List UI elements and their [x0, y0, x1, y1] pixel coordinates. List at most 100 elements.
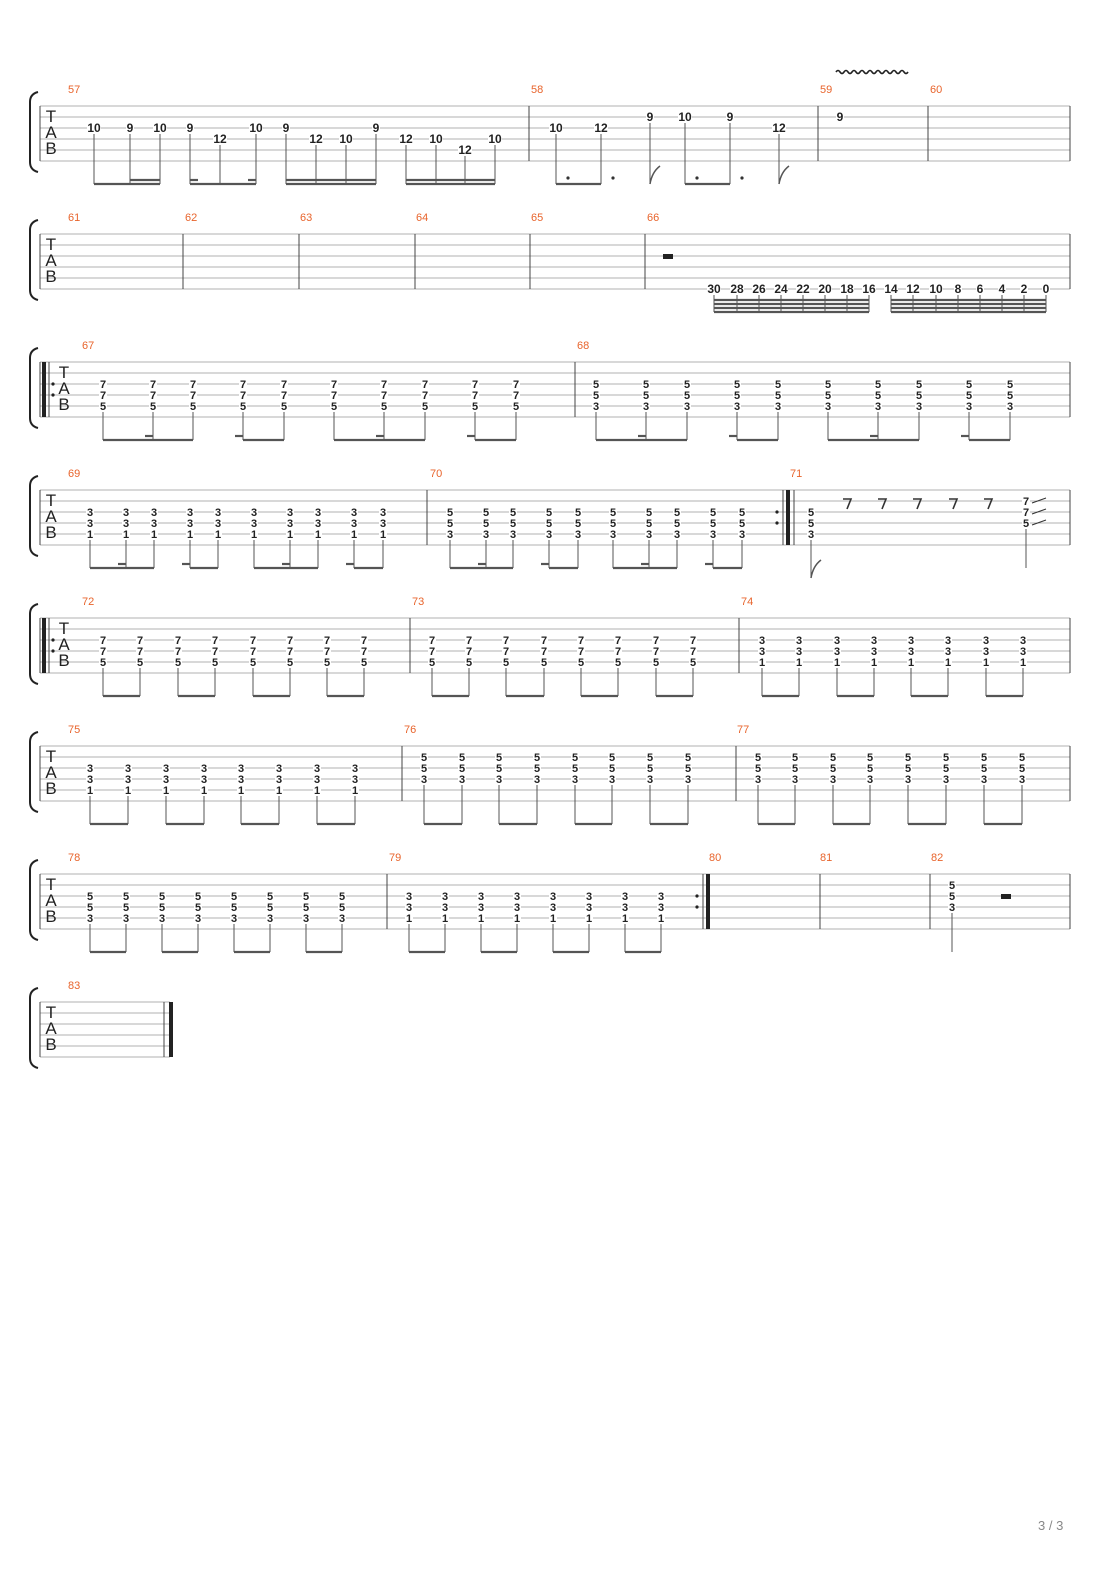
fret-number: 3 — [610, 529, 616, 541]
fret-bg — [840, 283, 854, 294]
measure-number: 65 — [531, 212, 543, 224]
fret-bg — [350, 528, 358, 539]
fret-number: 5 — [643, 390, 649, 402]
fret-bg — [608, 762, 616, 773]
fret-bg — [1019, 656, 1027, 667]
fret-number: 5 — [643, 379, 649, 391]
fret-bg — [646, 773, 654, 784]
page-number: 3 / 3 — [1038, 1518, 1064, 1533]
fret-bg — [372, 122, 380, 133]
fret-bg — [323, 656, 331, 667]
fret-bg — [574, 517, 582, 528]
fret-number: 3 — [87, 507, 93, 519]
fret-bg — [237, 784, 245, 795]
fret-number: 10 — [929, 282, 943, 296]
fret-bg — [99, 400, 107, 411]
fret-bg — [380, 389, 388, 400]
fret-number: 3 — [796, 646, 802, 658]
fret-number: 5 — [472, 401, 478, 413]
fret-number: 12 — [213, 132, 227, 146]
measure-number: 72 — [82, 596, 94, 608]
fret-bg — [513, 912, 521, 923]
fret-number: 3 — [406, 891, 412, 903]
fret-bg — [124, 784, 132, 795]
system-brace — [29, 603, 39, 685]
fret-number: 3 — [646, 529, 652, 541]
fret-bg — [237, 762, 245, 773]
fret-number: 1 — [908, 657, 914, 669]
fret-bg — [512, 400, 520, 411]
fret-bg — [818, 283, 832, 294]
fret-bg — [608, 751, 616, 762]
fret-number: 3 — [830, 774, 836, 786]
fret-bg — [609, 517, 617, 528]
tab-clef-letter: T — [46, 747, 56, 766]
fret-number: 5 — [867, 752, 873, 764]
fret-bg — [338, 890, 346, 901]
measure-number: 71 — [790, 468, 802, 480]
fret-number: 5 — [1007, 390, 1013, 402]
fret-bg — [214, 517, 222, 528]
fret-bg — [571, 762, 579, 773]
fret-number: 7 — [331, 379, 337, 391]
fret-bg — [980, 762, 988, 773]
tab-clef-letter: B — [45, 267, 56, 286]
slide-line — [1031, 519, 1047, 526]
fret-number: 5 — [87, 891, 93, 903]
fret-number: 3 — [550, 902, 556, 914]
repeat-dot — [51, 649, 55, 653]
fret-bg — [738, 517, 746, 528]
fret-number: 5 — [610, 518, 616, 530]
fret-number: 3 — [943, 774, 949, 786]
fret-bg — [657, 912, 665, 923]
fret-bg — [509, 506, 517, 517]
fret-number: 3 — [514, 902, 520, 914]
fret-bg — [286, 517, 294, 528]
vibrato-wavy-line — [835, 69, 909, 75]
fret-number: 5 — [381, 401, 387, 413]
fret-number: 3 — [351, 518, 357, 530]
fret-bg — [194, 901, 202, 912]
fret-number: 3 — [238, 774, 244, 786]
fret-number: 1 — [187, 529, 193, 541]
fret-bg — [730, 283, 744, 294]
fret-number: 7 — [250, 646, 256, 658]
fret-bg — [339, 133, 353, 144]
fret-bg — [585, 901, 593, 912]
fret-bg — [954, 283, 962, 294]
tab-clef-letter: T — [46, 875, 56, 894]
fret-number: 5 — [943, 763, 949, 775]
fret-number: 3 — [514, 891, 520, 903]
fret-bg — [571, 773, 579, 784]
fret-number: 5 — [303, 891, 309, 903]
fret-number: 3 — [314, 763, 320, 775]
fret-number: 3 — [215, 507, 221, 519]
fret-number: 9 — [647, 110, 654, 124]
fret-number: 3 — [609, 774, 615, 786]
fret-bg — [330, 400, 338, 411]
measure-number: 82 — [931, 852, 943, 864]
fret-number: 1 — [123, 529, 129, 541]
fret-number: 3 — [593, 401, 599, 413]
fret-number: 10 — [153, 121, 167, 135]
fret-bg — [360, 645, 368, 656]
fret-number: 8 — [955, 282, 962, 296]
fret-bg — [441, 912, 449, 923]
half-rest — [1001, 894, 1011, 899]
fret-bg — [421, 400, 429, 411]
fret-bg — [1006, 378, 1014, 389]
fret-bg — [1020, 283, 1028, 294]
fret-number: 5 — [546, 507, 552, 519]
fret-number: 5 — [303, 902, 309, 914]
fret-bg — [752, 283, 766, 294]
fret-number: 3 — [123, 518, 129, 530]
fret-bg — [948, 890, 956, 901]
fret-number: 12 — [772, 121, 786, 135]
fret-number: 7 — [578, 635, 584, 647]
fret-number: 5 — [503, 657, 509, 669]
fret-bg — [458, 144, 472, 155]
fret-number: 10 — [488, 132, 502, 146]
system-brace — [29, 347, 39, 429]
fret-number: 3 — [834, 646, 840, 658]
fret-number: 1 — [87, 785, 93, 797]
